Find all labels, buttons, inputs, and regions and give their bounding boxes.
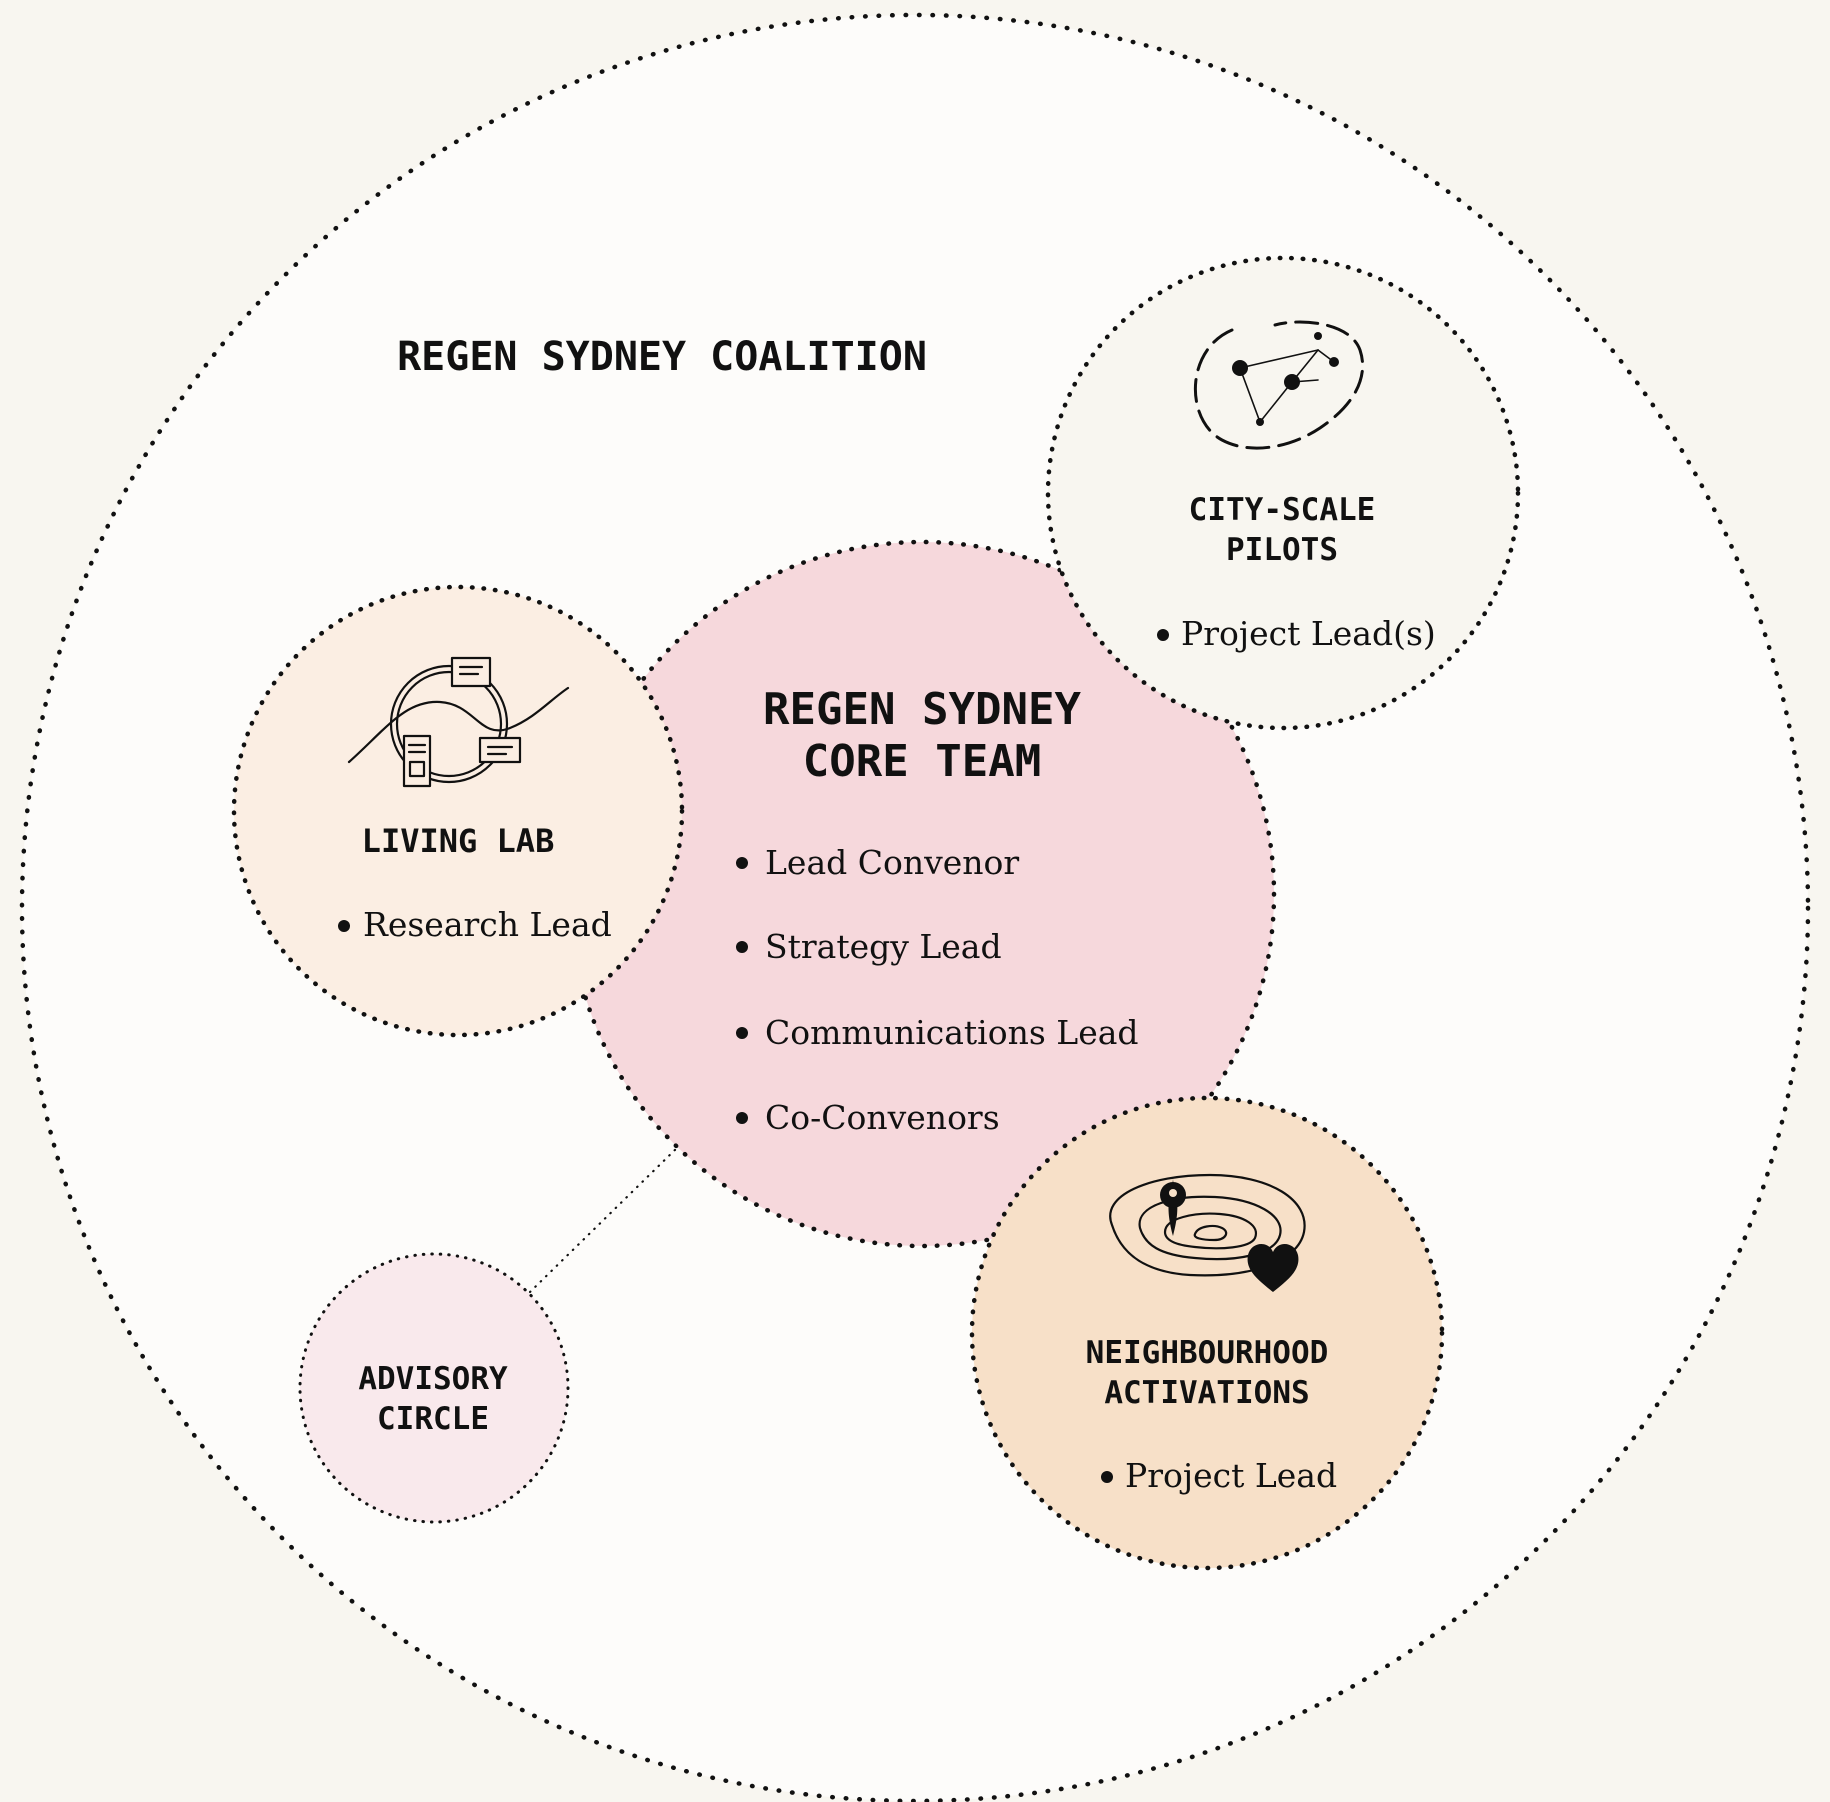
core-item-3: Communications Lead: [765, 1013, 1139, 1052]
core-item-bullet-1: [736, 857, 748, 869]
city-pilots-item-bullet-1: [1157, 629, 1169, 641]
living-lab-circle: [231, 584, 685, 1038]
network-constellation-icon: [1193, 320, 1365, 450]
core-item-4: Co-Convenors: [765, 1098, 1000, 1137]
contour-map-pin-heart-icon: [1109, 1173, 1306, 1292]
core-item-bullet-4: [736, 1112, 748, 1124]
city-pilots-circle: [1045, 255, 1521, 731]
advisory-connector: [528, 1143, 682, 1294]
neighbourhood-item-bullet-1: [1101, 1471, 1113, 1483]
advisory-circle: [298, 1252, 570, 1524]
neighbourhood-circle: [969, 1095, 1445, 1571]
core-item-bullet-2: [736, 941, 748, 953]
core-item-2: Strategy Lead: [765, 927, 1002, 966]
living-lab-item-bullet-1: [338, 920, 350, 932]
neighbourhood-title-line1: NEIGHBOURHOOD: [1086, 1335, 1329, 1371]
city-pilots-item-1: Project Lead(s): [1181, 614, 1436, 653]
city-pilots-title-line2: PILOTS: [1226, 532, 1338, 568]
advisory-title-line2: CIRCLE: [377, 1401, 489, 1437]
core-team-title-line1: REGEN SYDNEY: [763, 684, 1081, 735]
core-team-title-line2: CORE TEAM: [803, 736, 1041, 787]
advisory-title-line1: ADVISORY: [358, 1361, 508, 1397]
living-lab-title: LIVING LAB: [362, 822, 555, 860]
neighbourhood-item-1: Project Lead: [1125, 1456, 1337, 1495]
core-team-circle: [567, 539, 1277, 1249]
neighbourhood-title-line2: ACTIVATIONS: [1104, 1375, 1309, 1411]
research-cycle-icon: [347, 656, 570, 788]
city-pilots-title-line1: CITY-SCALE: [1189, 492, 1376, 528]
core-item-1: Lead Convenor: [765, 843, 1019, 882]
core-item-bullet-3: [736, 1027, 748, 1039]
living-lab-item-1: Research Lead: [363, 905, 612, 944]
coalition-title: REGEN SYDNEY COALITION: [397, 334, 927, 380]
